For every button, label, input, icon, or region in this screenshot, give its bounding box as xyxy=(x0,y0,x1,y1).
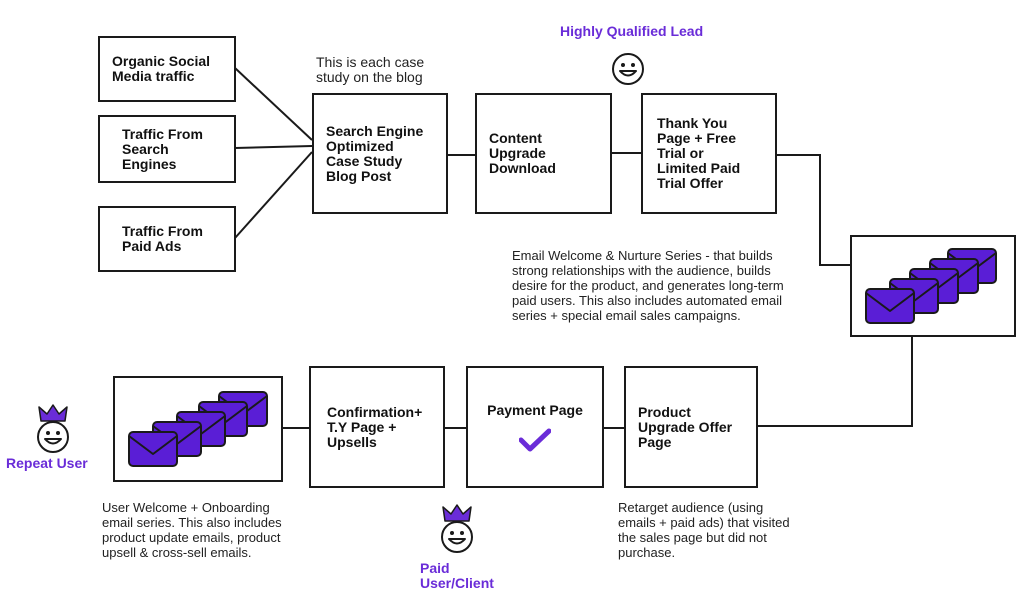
search-traffic-box: Traffic From Search Engines xyxy=(98,115,236,183)
email-nurture-box xyxy=(850,235,1016,337)
content-upgrade-box: Content Upgrade Download xyxy=(475,93,612,214)
nurture-note: Email Welcome & Nurture Series - that bu… xyxy=(512,248,784,323)
product-upgrade-box: Product Upgrade Offer Page xyxy=(624,366,758,488)
crowned-smiley-icon xyxy=(37,404,69,453)
checkmark-icon xyxy=(519,428,551,451)
highly-qualified-label: Highly Qualified Lead xyxy=(560,23,704,39)
email-envelopes-icon xyxy=(128,391,268,467)
email-envelopes-icon xyxy=(865,248,997,324)
crowned-smiley-icon xyxy=(441,504,473,553)
organic-social-box: Organic Social Media traffic xyxy=(98,36,236,102)
blog-post-box: Search Engine Optimized Case Study Blog … xyxy=(312,93,448,214)
blog-post-label: Search Engine Optimized Case Study Blog … xyxy=(326,122,424,184)
onboarding-note: User Welcome + Onboarding email series. … xyxy=(102,500,282,560)
thank-you-label: Thank You Page + Free Trial or Limited P… xyxy=(657,115,741,191)
payment-page-label: Payment Page xyxy=(487,401,583,418)
content-upgrade-label: Content Upgrade Download xyxy=(489,130,556,176)
thank-you-box: Thank You Page + Free Trial or Limited P… xyxy=(641,93,777,214)
paid-user-label: Paid User/Client xyxy=(420,560,494,591)
paid-ads-box: Traffic From Paid Ads xyxy=(98,206,236,272)
paid-ads-label: Traffic From Paid Ads xyxy=(122,223,203,254)
onboarding-email-box xyxy=(113,376,283,482)
product-upgrade-label: Product Upgrade Offer Page xyxy=(638,403,733,450)
retarget-note: Retarget audience (using emails + paid a… xyxy=(618,500,790,560)
repeat-user-label: Repeat User xyxy=(6,455,88,471)
confirmation-box: Confirmation+ T.Y Page + Upsells xyxy=(309,366,445,488)
confirmation-label: Confirmation+ T.Y Page + Upsells xyxy=(327,403,423,450)
organic-social-label: Organic Social Media traffic xyxy=(112,53,211,84)
case-study-note: This is each case study on the blog xyxy=(316,54,425,85)
payment-page-box: Payment Page xyxy=(466,366,604,488)
smiley-face-icon xyxy=(612,53,644,85)
search-traffic-label: Traffic From Search Engines xyxy=(122,125,203,172)
